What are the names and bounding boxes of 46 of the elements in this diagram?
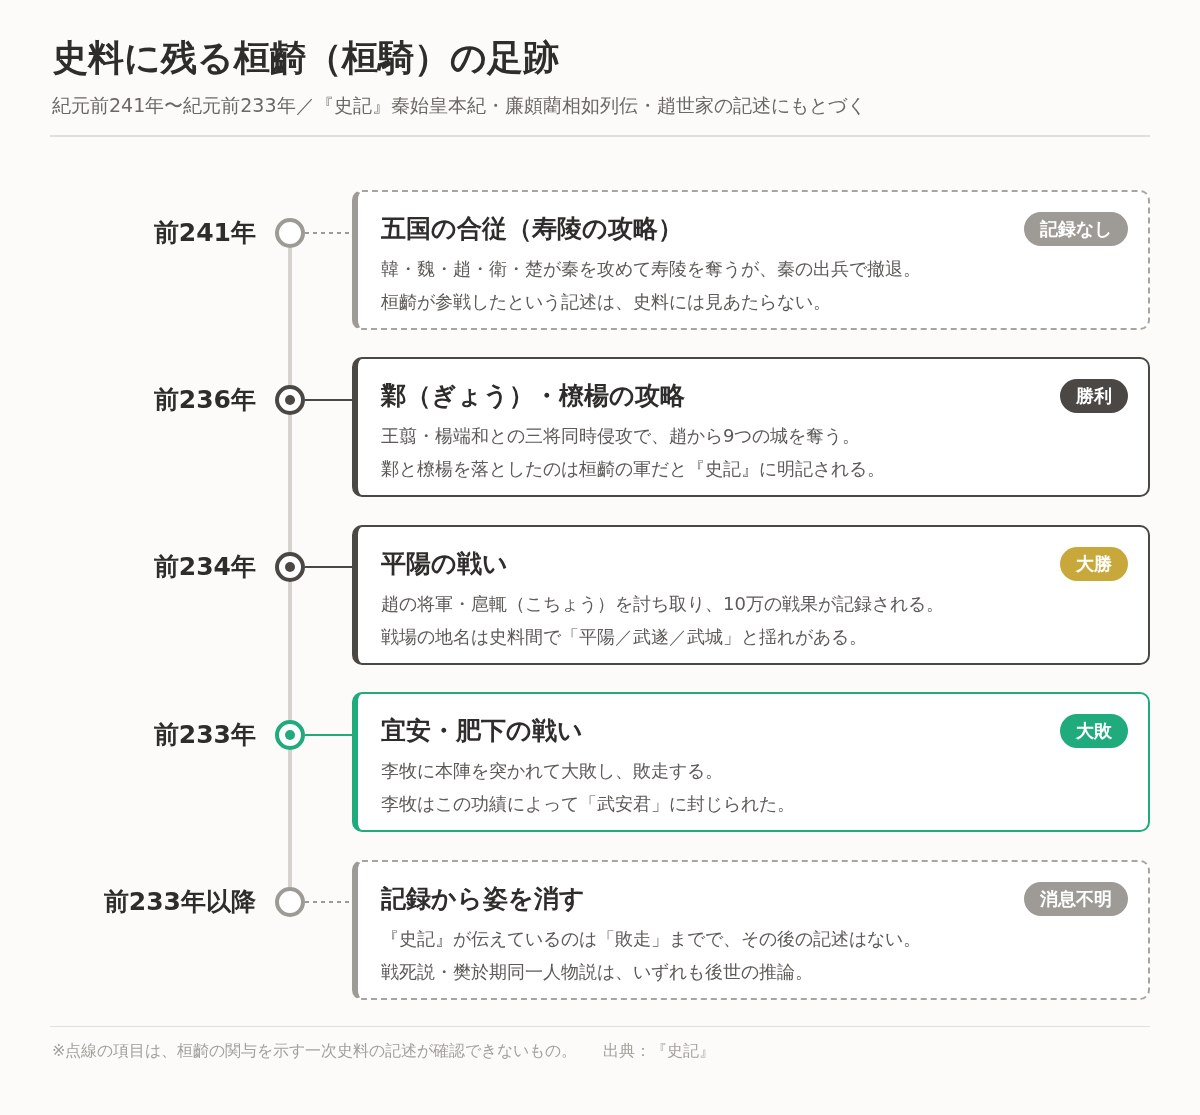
connector-line	[304, 566, 353, 568]
event-description: 戦場の地名は史料間で「平陽／武遂／武城」と揺れがある。	[381, 625, 867, 649]
timeline-marker	[275, 385, 305, 415]
event-title: 鄴（ぎょう）・橑楊の攻略	[381, 380, 685, 412]
footnote: ※点線の項目は、桓齮の関与を示す一次史料の記述が確認できないもの。	[52, 1040, 578, 1062]
event-description: 韓・魏・趙・衛・楚が秦を攻めて寿陵を奪うが、秦の出兵で撤退。	[381, 257, 921, 281]
subtitle: 紀元前241年〜紀元前233年／『史記』秦始皇本紀・廉頗藺相如列伝・趙世家の記述にもとづく	[52, 93, 866, 118]
event-description: 王翦・楊端和との三将同時侵攻で、趙から9つの城を奪う。	[381, 424, 861, 448]
status-badge: 勝利	[1060, 379, 1128, 413]
event-description: 鄴と橑楊を落としたのは桓齮の軍だと『史記』に明記される。	[381, 457, 885, 481]
event-card	[352, 357, 1150, 497]
event-description: 趙の将軍・扈輒（こちょう）を討ち取り、10万の戦果が記録される。	[381, 592, 944, 616]
year-label: 前236年	[153, 384, 256, 416]
event-card	[352, 860, 1150, 1000]
status-badge: 記録なし	[1024, 212, 1128, 246]
year-label: 前234年	[153, 551, 256, 583]
event-description: 李牧に本陣を突かれて大敗し、敗走する。	[381, 759, 723, 783]
event-description: 『史記』が伝えているのは「敗走」までで、その後の記述はない。	[381, 927, 921, 951]
event-description: 桓齮が参戦したという記述は、史料には見あたらない。	[381, 290, 831, 314]
event-title: 記録から姿を消す	[381, 883, 585, 915]
event-card	[352, 525, 1150, 665]
year-label: 前233年以降	[103, 886, 256, 918]
year-label: 前241年	[153, 217, 256, 249]
event-title: 宜安・肥下の戦い	[381, 715, 583, 747]
status-badge: 消息不明	[1024, 882, 1128, 916]
timeline-marker	[275, 552, 305, 582]
event-title: 平陽の戦い	[381, 548, 508, 580]
timeline-marker	[275, 218, 305, 248]
diagram-title: 史料に残る桓齮（桓騎）の足跡	[52, 36, 559, 80]
timeline-marker	[275, 887, 305, 917]
event-card	[352, 190, 1150, 330]
timeline-line	[288, 750, 292, 887]
status-badge: 大勝	[1060, 547, 1128, 581]
timeline-line	[288, 248, 292, 385]
status-badge: 大敗	[1060, 714, 1128, 748]
year-label: 前233年	[153, 719, 256, 751]
timeline-marker	[275, 720, 305, 750]
timeline-line	[288, 582, 292, 720]
connector-line	[304, 399, 353, 401]
event-description: 戦死説・樊於期同一人物説は、いずれも後世の推論。	[381, 960, 813, 984]
event-title: 五国の合従（寿陵の攻略）	[381, 213, 683, 245]
timeline-line	[288, 415, 292, 552]
connector-line	[304, 734, 353, 736]
event-card	[352, 692, 1150, 832]
event-description: 李牧はこの功績によって「武安君」に封じられた。	[381, 792, 795, 816]
source-note: 出典：『史記』	[603, 1040, 715, 1062]
